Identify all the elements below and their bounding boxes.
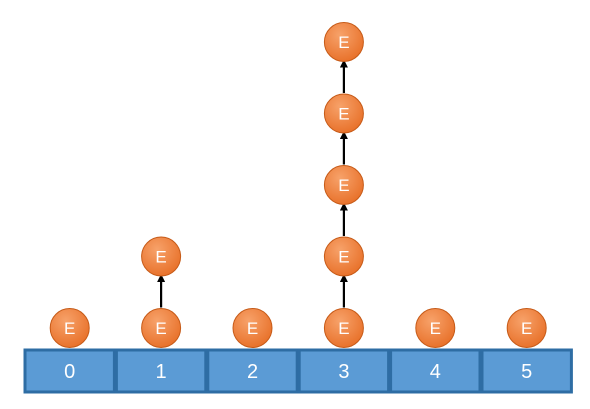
entry-node: E xyxy=(506,308,547,348)
entry-node: E xyxy=(141,236,182,277)
bucket-index-label: 2 xyxy=(247,361,258,383)
bucket-cell-2: 2 xyxy=(206,348,299,394)
entry-node: E xyxy=(323,308,364,348)
entry-node-label: E xyxy=(338,176,349,195)
chain-bucket-1: EE xyxy=(141,236,182,348)
entry-node: E xyxy=(49,308,90,348)
entry-node-label: E xyxy=(521,319,532,338)
entry-node-circle xyxy=(323,165,364,205)
bucket-index-label: 5 xyxy=(521,361,532,383)
entry-node-circle xyxy=(506,308,547,348)
entry-node-circle xyxy=(323,236,364,277)
bucket-cell-5: 5 xyxy=(480,348,573,394)
entry-node-circle xyxy=(141,308,182,348)
entry-node-label: E xyxy=(338,248,349,267)
entry-node-label: E xyxy=(338,105,349,124)
entry-node-label: E xyxy=(155,319,166,338)
bucket-index-label: 3 xyxy=(338,361,349,383)
bucket-box xyxy=(389,348,482,394)
entry-node: E xyxy=(141,308,182,348)
entry-node: E xyxy=(232,308,273,348)
bucket-box xyxy=(23,348,116,394)
bucket-index-label: 0 xyxy=(64,361,75,383)
entry-node-label: E xyxy=(430,319,441,338)
entry-node-circle xyxy=(232,308,273,348)
bucket-array: 0 1 2 3 4 5 xyxy=(23,348,573,394)
chain-bucket-4: E xyxy=(415,308,456,348)
bucket-index-label: 1 xyxy=(156,361,167,383)
entry-node-label: E xyxy=(64,319,75,338)
bucket-cell-4: 4 xyxy=(389,348,482,394)
entry-node: E xyxy=(323,22,364,62)
entry-node-circle xyxy=(323,22,364,62)
entry-node-label: E xyxy=(155,248,166,267)
bucket-cell-0: 0 xyxy=(23,348,116,394)
entry-node: E xyxy=(323,93,364,134)
bucket-cell-1: 1 xyxy=(114,348,208,394)
entry-node-label: E xyxy=(338,319,349,338)
bucket-box xyxy=(480,348,573,394)
chain-bucket-3: E E E E E xyxy=(323,22,364,348)
bucket-box xyxy=(114,348,208,394)
bucket-index-label: 4 xyxy=(430,361,441,383)
entry-node-label: E xyxy=(338,33,349,52)
bucket-cell-3: 3 xyxy=(297,348,391,394)
chain-bucket-2: E xyxy=(232,308,273,348)
chain-bucket-5: E xyxy=(506,308,547,348)
entry-node: E xyxy=(323,165,364,205)
entry-node-label: E xyxy=(247,319,258,338)
entry-node-circle xyxy=(323,93,364,134)
entry-node-circle xyxy=(415,308,456,348)
bucket-box xyxy=(206,348,299,394)
entry-node-circle xyxy=(323,308,364,348)
bucket-box xyxy=(297,348,391,394)
entry-node-circle xyxy=(141,236,182,277)
entry-node: E xyxy=(323,236,364,277)
chain-bucket-0: E xyxy=(49,308,90,348)
entry-node-circle xyxy=(49,308,90,348)
entry-node: E xyxy=(415,308,456,348)
